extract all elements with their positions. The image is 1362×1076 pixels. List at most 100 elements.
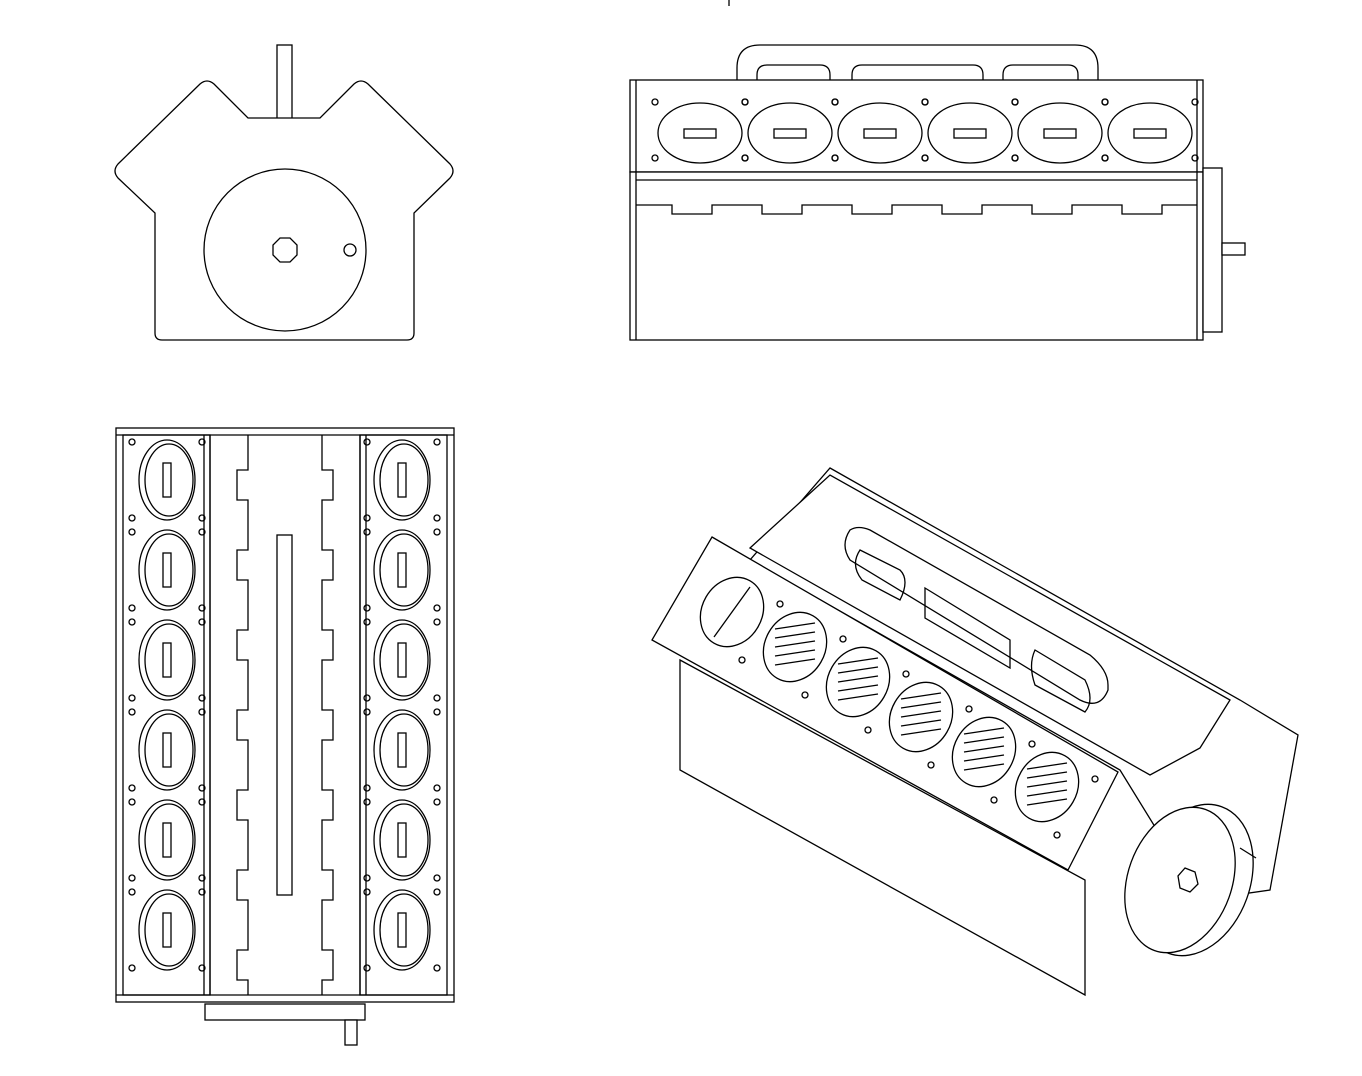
top-bore-slot [397,552,407,588]
iso-handle-openings [854,549,1091,713]
side-bolt [1101,154,1109,162]
top-bolt [433,438,441,446]
top-bolt [433,694,441,702]
top-bolt [363,514,371,522]
side-block [629,171,1204,341]
side-bolt [921,154,929,162]
top-cylinder-bore [138,799,196,881]
top-bolt [433,604,441,612]
front-flywheel [203,168,367,332]
top-cylinder-bore [373,709,431,791]
top-cylinder-bore [138,439,196,521]
iso-bolt [776,600,784,608]
top-bolt [433,964,441,972]
front-view [114,44,454,341]
side-bolt [651,98,659,106]
side-handle [736,44,1099,86]
side-bolt [1011,154,1019,162]
top-bore-inner [379,803,429,877]
top-bolt [433,514,441,522]
side-bolt [741,154,749,162]
iso-bolt [864,726,872,734]
top-cylinder-bore [373,529,431,611]
top-bore-slot [397,462,407,498]
side-cylinder-bore [837,102,923,164]
iso-block-side [679,658,1086,997]
top-bolt [363,798,371,806]
side-view [629,44,1246,341]
top-bolt [433,798,441,806]
top-bolt [363,708,371,716]
isometric-view [651,467,1299,997]
top-bolt [128,694,136,702]
iso-bolt [1028,740,1036,748]
top-bore-inner [144,803,194,877]
top-bore-slot [162,732,172,768]
iso-bolt [738,656,746,664]
iso-piston-line [900,701,942,709]
top-bore-slot [397,822,407,858]
side-block-notches [636,204,1197,215]
iso-piston-line [963,727,1005,735]
iso-piston-line [837,693,879,701]
top-bolt [363,874,371,882]
iso-piston-line [963,745,1005,753]
top-bolt [363,528,371,536]
side-bolt [651,154,659,162]
side-flywheel [1202,167,1223,333]
side-cylinder-bore [1107,102,1193,164]
side-bore-slot [773,128,807,139]
top-center-slot [276,534,293,896]
top-bore-slot [162,912,172,948]
iso-piston-line [1026,780,1068,788]
top-bolt [198,694,206,702]
top-bolt [198,438,206,446]
side-cylinder-bore [1017,102,1103,164]
top-bolt [363,784,371,792]
top-bore-inner [379,713,429,787]
iso-piston-line [1026,771,1068,779]
top-bolt [128,438,136,446]
top-valley-notches [209,435,361,995]
front-pin-hole [343,243,357,257]
top-bolt [198,618,206,626]
top-bolt [363,964,371,972]
top-bore-slot [397,732,407,768]
top-cylinder-bore [138,529,196,611]
top-bore-inner [144,533,194,607]
front-crank-hex [272,237,298,263]
top-bolt [198,798,206,806]
iso-piston-line [774,631,816,639]
top-bolt [128,798,136,806]
iso-piston-line [1026,798,1068,806]
top-cylinder-bore [138,619,196,701]
top-bore-slot [162,642,172,678]
iso-piston-line [963,763,1005,771]
side-bore-slot [953,128,987,139]
top-bolt [198,888,206,896]
top-bolt [433,708,441,716]
side-cylinder-bore [747,102,833,164]
top-bolt [198,784,206,792]
front-block-outline [114,80,454,341]
top-bolt [128,618,136,626]
iso-piston-line [900,719,942,727]
side-bore-slot [863,128,897,139]
iso-piston-line [837,684,879,692]
iso-piston-line [774,649,816,657]
side-bolt [1101,98,1109,106]
top-bolt [128,888,136,896]
top-view [115,427,455,1046]
top-bore-slot [162,462,172,498]
side-bore-slot [683,128,717,139]
iso-piston-line [963,754,1005,762]
iso-piston-line [900,728,942,736]
top-bolt [363,618,371,626]
top-bore-inner [144,443,194,517]
side-bolt [741,98,749,106]
iso-handle [844,526,1109,704]
side-bolt [1191,154,1199,162]
iso-piston-line [837,675,879,683]
top-crankshaft [344,1019,358,1046]
